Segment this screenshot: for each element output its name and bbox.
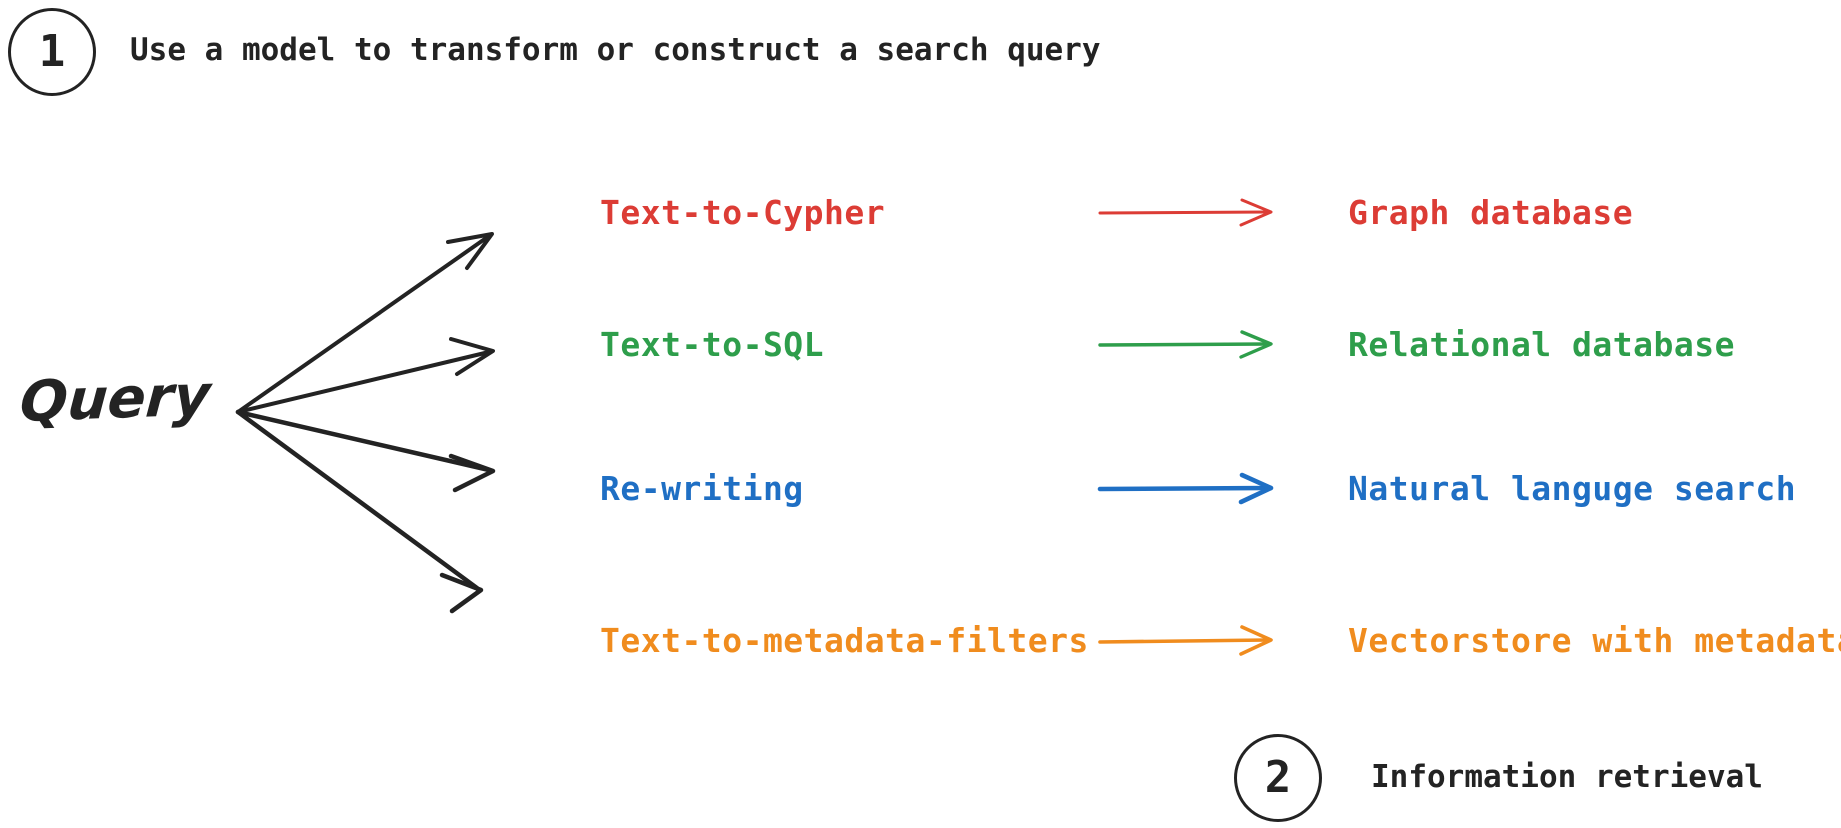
technique-label-re-writing: Re-writing bbox=[600, 469, 804, 508]
arrow-right-icon-row-3 bbox=[1097, 472, 1274, 505]
step-badge-1: 1 bbox=[8, 8, 96, 96]
query-label: Query bbox=[17, 363, 213, 435]
step-2-caption: Information retrieval bbox=[1371, 759, 1763, 795]
technique-label-text-to-sql: Text-to-SQL bbox=[600, 325, 825, 364]
arrow-right-icon-row-4 bbox=[1098, 625, 1273, 656]
step-badge-1-number: 1 bbox=[38, 26, 66, 77]
arrow-right-icon-row-2 bbox=[1098, 330, 1273, 359]
target-label-vectorstore-with-metadata: Vectorstore with metadata bbox=[1348, 621, 1841, 660]
step-badge-2: 2 bbox=[1234, 734, 1322, 822]
target-label-relational-database: Relational database bbox=[1348, 325, 1735, 364]
target-label-natural-language-search: Natural languge search bbox=[1348, 469, 1797, 508]
technique-label-text-to-cypher: Text-to-Cypher bbox=[600, 193, 886, 232]
step-badge-2-number: 2 bbox=[1264, 752, 1292, 803]
step-1-caption: Use a model to transform or construct a … bbox=[130, 32, 1101, 68]
arrow-right-icon-row-1 bbox=[1098, 198, 1273, 227]
technique-label-text-to-metadata-filters: Text-to-metadata-filters bbox=[600, 621, 1089, 660]
target-label-graph-database: Graph database bbox=[1348, 193, 1634, 232]
